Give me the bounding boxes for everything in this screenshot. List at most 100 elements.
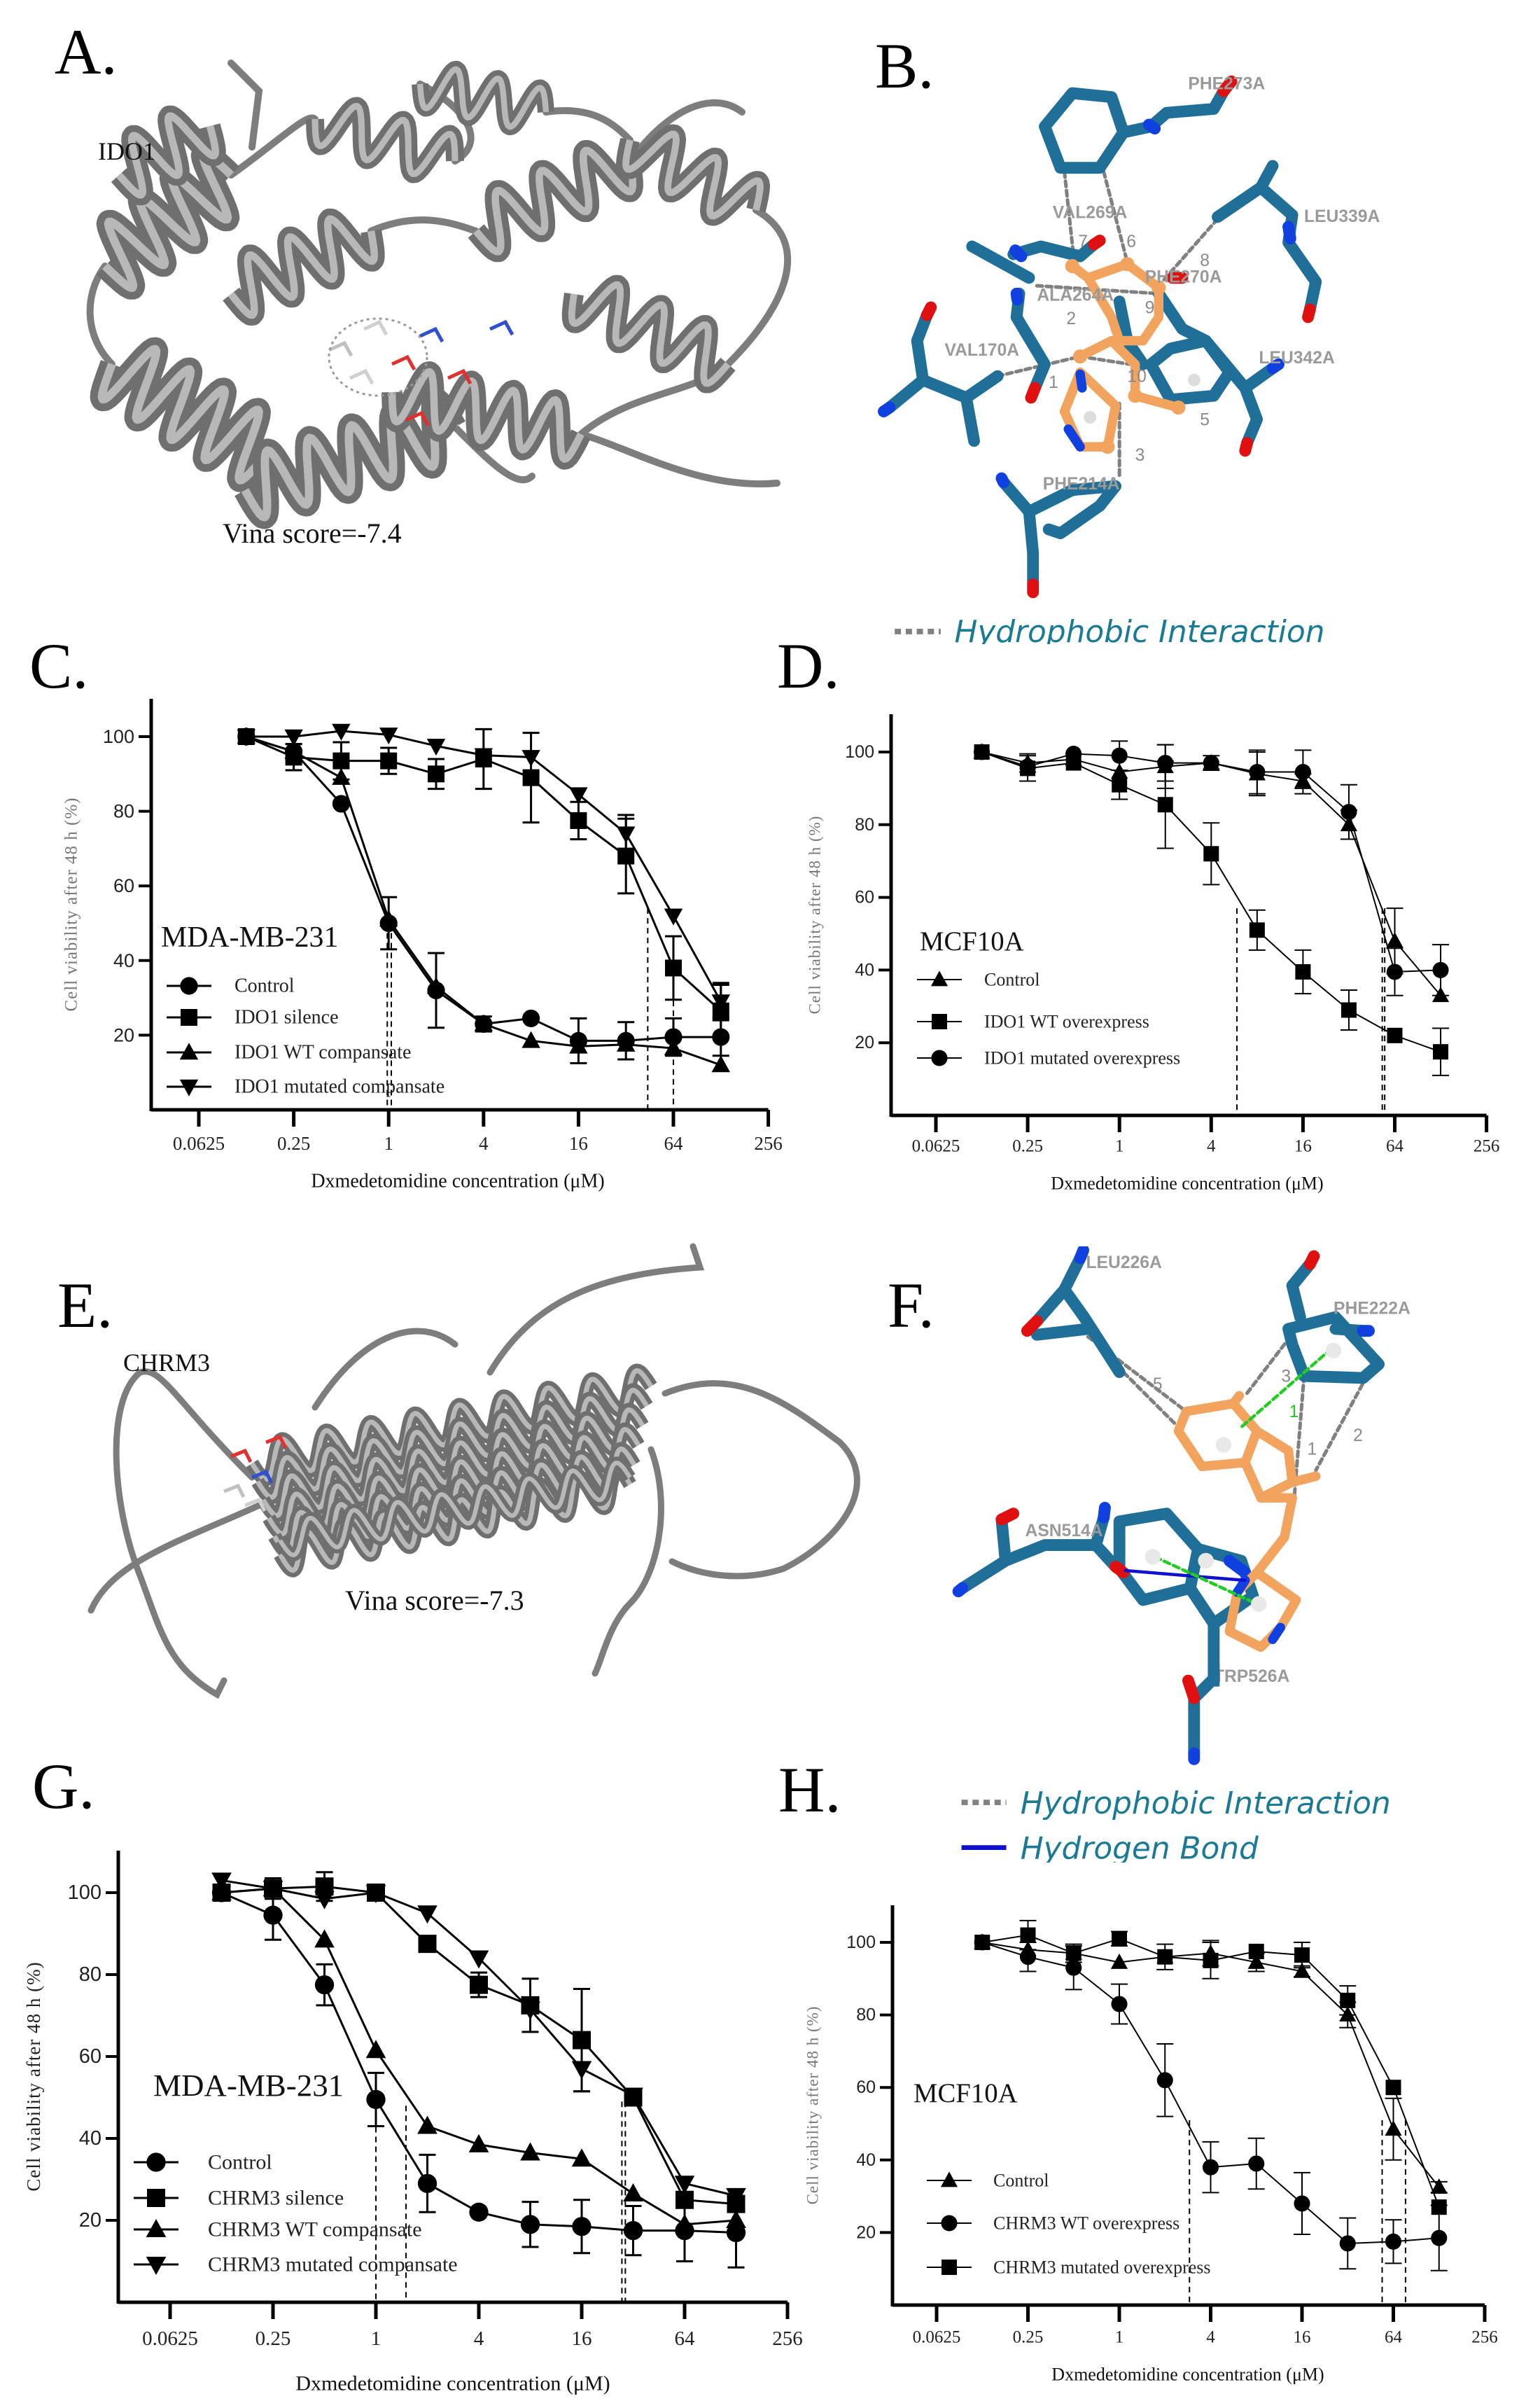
interaction-number: 1 <box>1289 1403 1299 1421</box>
marker-triangle-up <box>623 2183 643 2202</box>
protein-name-ido1: IDO1 <box>98 137 155 165</box>
panel-label-h: H. <box>778 1754 841 1825</box>
ligand-sticks <box>1059 259 1184 452</box>
residue-label: PHE270A <box>1145 268 1222 287</box>
ligand-nitrogen <box>1063 369 1087 452</box>
interaction-number: 7 <box>1078 232 1088 251</box>
ligand-stick <box>265 1434 288 1449</box>
marker-circle <box>1340 804 1357 821</box>
marker-triangle-down <box>474 748 493 765</box>
interaction-number: 1 <box>1049 373 1058 392</box>
residue-label: TRP526A <box>1214 1667 1290 1686</box>
x-tick-label: 1 <box>384 1133 393 1154</box>
marker-square <box>1157 797 1173 813</box>
x-tick-label: 64 <box>1385 2328 1403 2347</box>
marker-triangle-up <box>1430 2178 1448 2194</box>
legend-label: CHRM3 WT compansate <box>208 2218 422 2241</box>
hydrogen-bond-line <box>1124 1568 1247 1582</box>
marker-triangle-up <box>1110 1953 1128 1969</box>
legend-item: Control <box>134 2151 272 2174</box>
y-tick-label: 20 <box>113 1024 134 1045</box>
marker-circle <box>520 2215 540 2234</box>
marker-triangle-down <box>237 729 255 746</box>
x-tick-label: 0.25 <box>277 1133 310 1154</box>
residue-label: ALA264A <box>1037 286 1114 305</box>
marker-triangle-up <box>284 742 303 759</box>
marker-triangle-down <box>426 739 446 756</box>
legend-label: Hydrophobic Interaction <box>954 614 1324 644</box>
marker-triangle-up <box>569 1036 588 1054</box>
series-ido1-wt-overexpress <box>974 744 1450 1076</box>
marker-triangle-down <box>417 1905 438 1924</box>
series-chrm3-mutated-compansate <box>211 1872 746 2206</box>
marker-circle <box>1339 2235 1356 2252</box>
marker-triangle-up <box>426 977 446 994</box>
legend-item: IDO1 mutated overexpress <box>917 1048 1180 1069</box>
marker-square <box>470 1975 488 1994</box>
ligand-stick <box>391 354 416 371</box>
residue-label: VAL269A <box>1053 204 1128 223</box>
marker-circle <box>1202 2159 1219 2176</box>
x-tick-label: 4 <box>1207 1137 1216 1156</box>
x-tick-label: 64 <box>664 1133 684 1154</box>
y-tick-label: 100 <box>103 726 134 747</box>
y-tick-label: 20 <box>79 2209 102 2232</box>
marker-square <box>1433 1044 1449 1060</box>
x-tick-label: 16 <box>569 1133 588 1154</box>
marker-circle <box>1386 963 1404 980</box>
x-tick-label: 1 <box>1115 2328 1124 2347</box>
marker-circle <box>469 2202 489 2222</box>
marker-triangle-up <box>468 2134 489 2152</box>
marker-circle <box>1248 2155 1265 2172</box>
marker-triangle-down <box>332 723 351 741</box>
marker-triangle-down <box>211 1872 232 1891</box>
marker-circle <box>974 744 990 760</box>
marker-circle <box>941 2215 958 2232</box>
docking-view-b: PHE273A VAL269A LEU339A PHE270A ALA264A … <box>878 74 1380 644</box>
marker-triangle-down <box>179 1079 199 1097</box>
marker-triangle-down <box>314 1891 335 1909</box>
x-tick-label: 256 <box>754 1133 783 1154</box>
marker-circle <box>1019 758 1036 775</box>
panel-label-c: C. <box>29 630 89 702</box>
marker-triangle-down <box>623 2087 643 2106</box>
marker-circle <box>1111 747 1128 764</box>
x-tick-label: 4 <box>479 1133 489 1154</box>
interaction-number: 10 <box>1127 368 1146 387</box>
series-chrm3-silence <box>212 1871 746 2213</box>
marker-triangle-up <box>332 767 351 785</box>
cell-line-label: MDA-MB-231 <box>153 2068 344 2103</box>
marker-triangle-up <box>1293 1962 1311 1978</box>
x-axis-label: Dxmedetomidine concentration (μM) <box>1051 1174 1323 1194</box>
marker-circle <box>1431 2229 1448 2246</box>
marker-square <box>1112 777 1128 793</box>
y-tick-label: 20 <box>855 1033 874 1052</box>
y-tick-label: 40 <box>856 2150 876 2170</box>
marker-square <box>1385 2080 1401 2096</box>
ligand-stick <box>223 1483 246 1498</box>
legend-label: IDO1 WT compansate <box>234 1042 411 1064</box>
series-line <box>981 1942 1439 2244</box>
cell-line-label: MCF10A <box>920 926 1024 956</box>
marker-triangle-down <box>569 787 588 805</box>
marker-square <box>181 1009 197 1026</box>
marker-triangle-down <box>674 2176 695 2194</box>
x-tick-label: 0.25 <box>1013 2328 1044 2347</box>
legend-label: IDO1 mutated compansate <box>234 1076 444 1098</box>
interaction-number: 3 <box>1281 1367 1291 1386</box>
marker-square <box>570 812 587 829</box>
marker-circle <box>1065 746 1082 763</box>
y-tick-label: 100 <box>846 1933 876 1952</box>
legend-hydrogen-bond: Hydrogen Bond <box>961 1830 1259 1863</box>
y-tick-label: 60 <box>855 888 874 907</box>
marker-square <box>932 1014 947 1029</box>
helix-highlight <box>622 130 764 220</box>
legend-label: CHRM3 WT overexpress <box>993 2213 1180 2234</box>
x-tick-label: 0.0625 <box>913 2328 961 2347</box>
series-ido1-wt-compansate <box>237 727 730 1073</box>
legend-item: CHRM3 mutated compansate <box>134 2253 458 2276</box>
marker-circle <box>146 2152 166 2172</box>
marker-square <box>1249 922 1265 938</box>
